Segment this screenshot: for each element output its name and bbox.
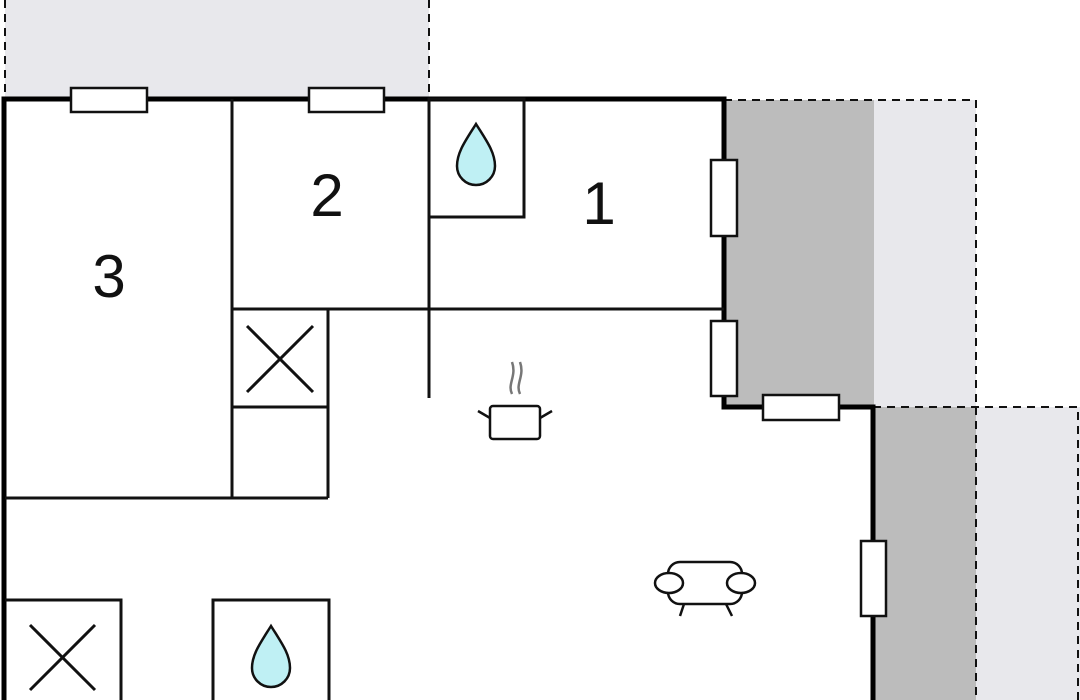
room-number-2: 2	[310, 162, 343, 229]
water-drop-icon	[250, 623, 292, 689]
room-number-3: 3	[92, 243, 125, 310]
closet-cross-icon	[5, 598, 123, 700]
water-drop-icon	[455, 121, 497, 187]
terrace-top-left	[5, 0, 429, 99]
terrace-lower-border	[873, 406, 1079, 700]
bathroom-upper	[427, 97, 526, 219]
window	[709, 158, 739, 238]
terrace-right-light-lower	[976, 407, 1080, 700]
terrace-top-left-border	[4, 0, 430, 99]
terrace-right-dark-upper	[724, 100, 874, 407]
terrace-right-light-upper	[873, 100, 976, 407]
bathroom-lower	[211, 598, 331, 700]
terrace-upper-border	[724, 99, 977, 407]
exterior-wall	[1, 96, 876, 700]
windows	[69, 86, 888, 618]
window	[859, 539, 888, 618]
terrace-right-dark-lower	[873, 407, 976, 700]
closet-cross-icon	[230, 307, 330, 409]
window	[761, 393, 841, 422]
window	[69, 86, 149, 114]
window	[709, 319, 739, 398]
cooking-pot-icon	[477, 361, 553, 441]
window	[307, 86, 386, 114]
sofa-icon	[653, 560, 757, 617]
room-number-1: 1	[582, 170, 615, 237]
